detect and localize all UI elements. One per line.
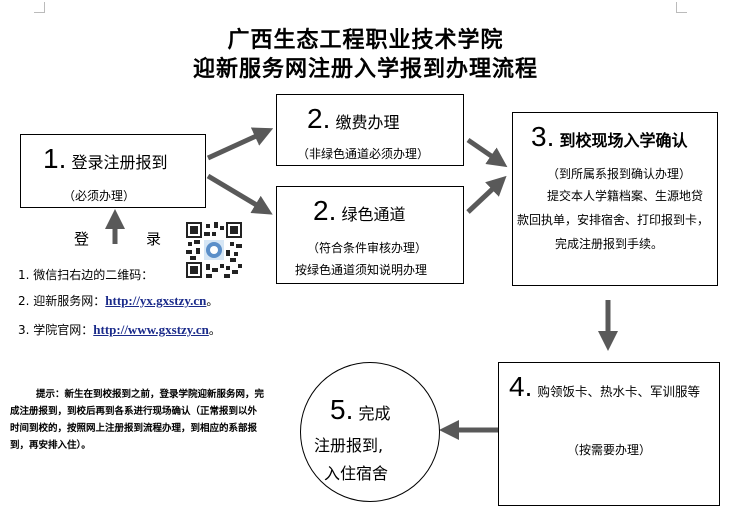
step2a-label: 缴费办理: [335, 113, 400, 132]
login-item-official-suffix: 。: [208, 323, 221, 337]
step2b-label: 绿色通道: [341, 205, 406, 224]
login-heading-b: 录: [146, 230, 162, 248]
corner-mark-right: [676, 2, 687, 13]
step2a-sub: （非绿色通道必须办理）: [297, 147, 430, 161]
service-site-link[interactable]: http://yx.gxstzy.cn: [105, 293, 207, 308]
corner-mark-left: [34, 2, 45, 13]
official-site-link[interactable]: http://www.gxstzy.cn: [93, 322, 209, 337]
step1-label: 登录注册报到: [71, 153, 168, 172]
step5-number: 5.: [330, 394, 354, 425]
step5-label-1: 完成: [358, 404, 391, 423]
login-item-service-label: 2. 迎新服务网：: [18, 294, 106, 308]
step1-box: 1. 登录注册报到 （必须办理）: [20, 134, 206, 208]
step1-sub: （必须办理）: [63, 189, 136, 203]
tip-line-2: 成注册报到，到校后再到各系进行现场确认（正常报到以外: [10, 406, 258, 417]
step2a-box: 2. 缴费办理 （非绿色通道必须办理）: [276, 94, 464, 166]
step2b-sub: （符合条件审核办理）: [307, 241, 428, 255]
step2b-box: 2. 绿色通道 （符合条件审核办理） 按绿色通道须知说明办理: [276, 186, 464, 284]
login-item-service-suffix: 。: [206, 294, 219, 308]
step4-number: 4.: [509, 371, 533, 402]
arrow-step1-to-step2a: [206, 127, 274, 161]
tip-line-3: 时间到校的，按照网上注册报到流程办理，到相应的系部报: [10, 423, 258, 434]
step3-label: 到校现场入学确认: [559, 131, 688, 150]
tip-line-4: 到，再安排入住）。: [10, 440, 91, 451]
step3-detail-1: 提交本人学籍档案、生源地贷: [547, 189, 704, 203]
step2b-note: 按绿色通道须知说明办理: [295, 263, 428, 277]
arrow-step2b-to-step3: [466, 175, 507, 214]
login-item-wechat: 1. 微信扫右边的二维码：: [18, 268, 154, 282]
qr-code-icon: [186, 222, 242, 278]
login-heading-a: 登: [74, 230, 90, 248]
tip-text: 提示：新生在到校报到之前，登录学院迎新服务网，完 成注册报到，到校后再到各系进行…: [10, 386, 290, 454]
step3-detail-2: 款回执单，安排宿舍、打印报到卡，: [517, 213, 710, 227]
login-item-official-label: 3. 学院官网：: [18, 323, 94, 337]
page-title-line2: 迎新服务网注册入学报到办理流程: [192, 56, 538, 82]
step2a-number: 2.: [307, 103, 331, 134]
step5-label-2: 注册报到,: [314, 436, 384, 455]
step5-label-3: 入住宿舍: [324, 464, 389, 483]
step3-sub: （到所属系报到确认办理）: [547, 167, 692, 181]
tip-line-1: 提示：新生在到校报到之前，登录学院迎新服务网，完: [36, 389, 265, 400]
arrow-step1-to-step2b: [206, 173, 273, 215]
page-title-line1: 广西生态工程职业技术学院: [227, 27, 504, 53]
step2b-number: 2.: [313, 195, 337, 226]
step5-circle: [300, 362, 440, 502]
step3-detail-3: 完成注册报到手续。: [555, 237, 664, 251]
step4-label: 购领饭卡、热水卡、军训服等: [537, 384, 700, 399]
step4-sub: （按需要办理）: [567, 443, 652, 457]
step3-box: 3. 到校现场入学确认 （到所属系报到确认办理） 提交本人学籍档案、生源地贷 款…: [512, 112, 718, 286]
step1-number: 1.: [43, 143, 67, 174]
arrow-step2a-to-step3: [466, 137, 508, 168]
step3-number: 3.: [531, 121, 555, 152]
step4-box: 4. 购领饭卡、热水卡、军训服等 （按需要办理）: [498, 362, 720, 506]
